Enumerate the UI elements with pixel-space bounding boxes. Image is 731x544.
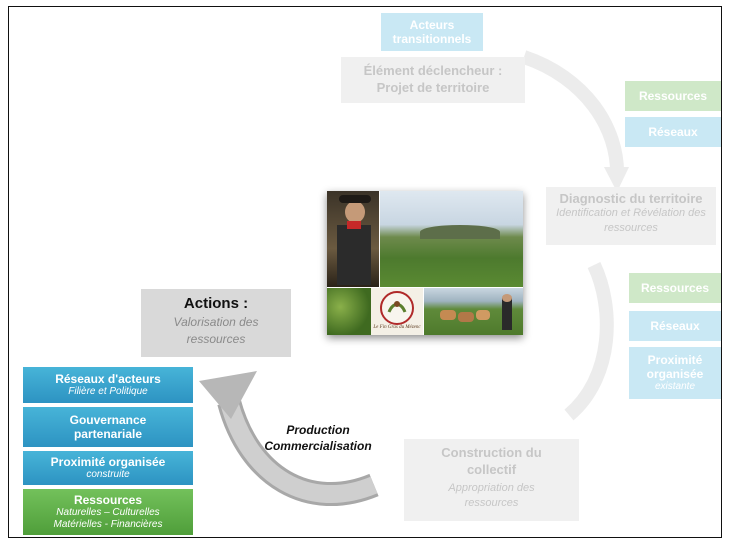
plants-photo [327,288,371,335]
reseaux-mid-box: Réseaux [629,311,721,341]
gouvernance-label: Gouvernance partenariale [69,412,147,441]
ressources-left-box: Ressources Naturelles – Culturelles Maté… [23,489,193,535]
cycle-arrows [199,50,629,506]
construction-sub: Appropriation des ressources [448,481,535,509]
arc-top-right [521,50,625,178]
logo-text: Le Fin Gras du Mézenc [373,325,421,330]
construction-box: Construction du collectif Appropriation … [404,439,579,521]
actions-title: Actions : [183,295,249,312]
reseaux-top-label: Réseaux [648,124,698,139]
ressources-mid-box: Ressources [629,273,721,303]
proximite-existante-box: Proximité organisée existante [629,347,721,399]
production-label: Production Commercialisation [255,423,381,454]
production-line2: Commercialisation [264,438,372,453]
reseaux-acteurs-label: Réseaux d'acteurs [55,371,161,386]
reseaux-acteurs-sub: Filière et Politique [68,386,148,398]
actions-box: Actions : Valorisation des ressources [141,289,291,357]
ressources-mid-label: Ressources [640,280,710,295]
fin-gras-logo [380,291,414,325]
gouvernance-box: Gouvernance partenariale [23,407,193,447]
acteurs-label: Acteurs transitionnels [392,17,472,46]
ressources-top-box: Ressources [625,81,721,111]
ressources-top-label: Ressources [638,88,708,103]
arc-top-right-head [604,167,629,192]
element-sub: Projet de territoire [376,79,490,95]
landscape-photo [380,191,523,287]
arc-right [564,261,614,421]
diagram-frame: Acteurs transitionnels Élément déclenche… [8,6,722,538]
proximite-existante-sub: existante [654,381,696,393]
proximite-construite-box: Proximité organisée construite [23,451,193,485]
cattle-photo [424,288,523,335]
diagnostic-box: Diagnostic du territoire Identification … [546,187,716,245]
reseaux-mid-label: Réseaux [650,318,700,333]
logo-badge: Le Fin Gras du Mézenc [371,288,423,335]
photo-collage: Le Fin Gras du Mézenc [327,191,523,335]
ressources-left-label: Ressources [73,492,143,507]
element-declencheur-box: Élément déclencheur : Projet de territoi… [341,57,525,103]
production-line1: Production [286,423,350,437]
ressources-left-sub2: Matérielles - Financières [53,519,163,531]
proximite-existante-label: Proximité organisée [646,352,704,381]
reseaux-top-box: Réseaux [625,117,721,147]
reseaux-acteurs-box: Réseaux d'acteurs Filière et Politique [23,367,193,403]
acteurs-transitionnels-box: Acteurs transitionnels [381,13,483,51]
proximite-construite-sub: construite [86,469,130,481]
element-title: Élément déclencheur : [363,63,503,78]
diagnostic-sub: Identification et Révélation des ressour… [556,207,706,234]
proximite-construite-label: Proximité organisée [50,454,166,469]
farmer-photo [327,191,379,287]
arc-production-head [199,371,257,419]
ressources-left-sub1: Naturelles – Culturelles [56,507,160,519]
actions-sub: Valorisation des ressources [173,315,259,346]
diagnostic-title: Diagnostic du territoire [559,191,703,206]
construction-title: Construction du collectif [441,445,542,477]
